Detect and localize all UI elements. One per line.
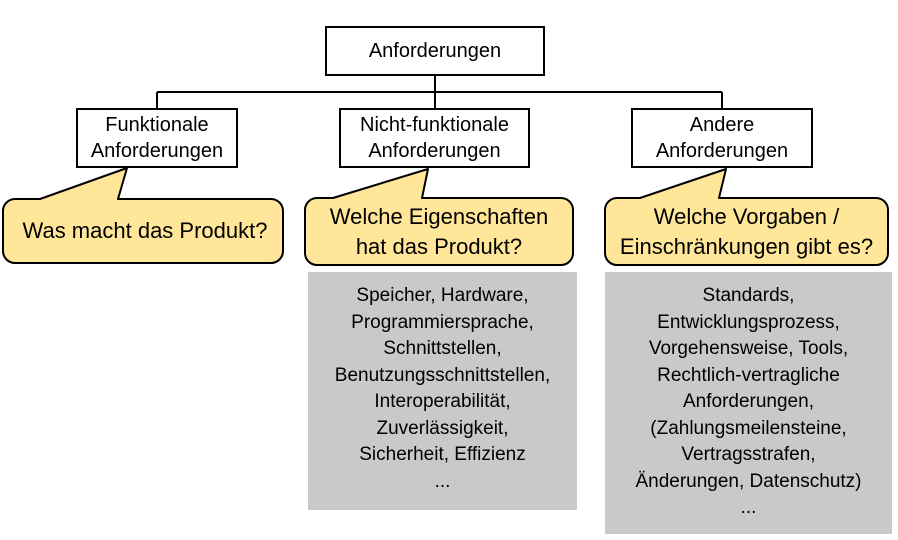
node-nichtfunktionale-anforderungen: Nicht-funktionale Anforderungen xyxy=(339,108,530,168)
callout-funktionale-shape xyxy=(2,167,284,264)
root-node-anforderungen: Anforderungen xyxy=(325,26,545,76)
callout-funktionale-question: Was macht das Produkt? xyxy=(22,218,268,244)
details-andere-list: Standards, Entwicklungsprozess, Vorgehen… xyxy=(605,272,892,534)
callout-nichtfunktionale-shape xyxy=(304,168,574,266)
callout-nichtfunktionale-question: Welche Eigenschaften hat das Produkt? xyxy=(329,204,549,259)
callout-andere-shape xyxy=(604,168,889,266)
node-funktionale-anforderungen: Funktionale Anforderungen xyxy=(76,108,238,168)
node-andere-anforderungen: Andere Anforderungen xyxy=(631,108,813,168)
tree-connector-lines xyxy=(156,76,723,109)
callout-andere-question: Welche Vorgaben / Einschränkungen gibt e… xyxy=(619,204,874,259)
details-nichtfunktionale-list: Speicher, Hardware, Programmiersprache, … xyxy=(308,272,577,510)
